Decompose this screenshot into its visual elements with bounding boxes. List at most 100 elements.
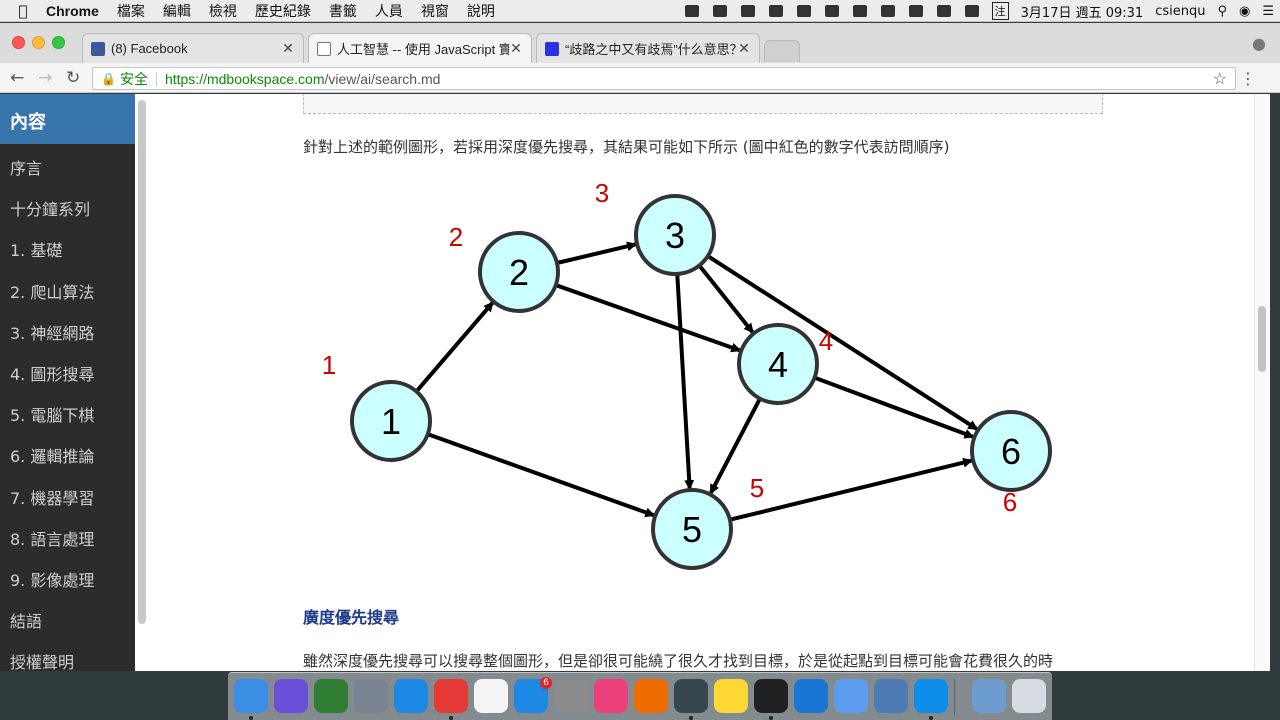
screen-icon[interactable]: [740, 5, 755, 17]
ibooks-icon[interactable]: [634, 679, 668, 713]
close-tab-icon[interactable]: ✕: [282, 40, 294, 56]
record-icon[interactable]: [684, 5, 699, 17]
visit-order-label-3: 3: [595, 178, 609, 208]
input-method[interactable]: 注: [991, 2, 1009, 20]
sidebar-item-neural-networks[interactable]: 3. 神經網路: [10, 323, 95, 343]
address-bar[interactable]: 🔒 安全 https://mdbookspace.com /view/ai/se…: [92, 67, 1236, 90]
sidebar-item-preface[interactable]: 序言: [10, 159, 43, 178]
menu-view[interactable]: 檢視: [208, 3, 237, 20]
siri-menu-icon[interactable]: ◉: [1239, 3, 1251, 19]
app-menu[interactable]: Chrome: [46, 2, 99, 19]
menu-help[interactable]: 說明: [466, 3, 495, 20]
photos-icon[interactable]: [714, 679, 748, 713]
graph-node-6: [970, 410, 1052, 492]
battery-icon[interactable]: [852, 5, 867, 17]
graph-node-2: [478, 231, 560, 313]
chrome-icon[interactable]: [434, 679, 468, 713]
forward-icon[interactable]: →: [38, 68, 53, 88]
tab-facebook[interactable]: (8) Facebook ✕: [82, 33, 304, 63]
menu-edit[interactable]: 編輯: [162, 3, 191, 20]
graph-node-label-4: 4: [768, 344, 788, 385]
bookmark-star-icon[interactable]: ☆: [1212, 70, 1227, 88]
downloads-folder-icon[interactable]: [972, 679, 1006, 713]
sidebar-item-language[interactable]: 8. 語言處理: [10, 529, 95, 549]
sidebar-item-computer-chess[interactable]: 5. 電腦下棋: [10, 406, 95, 426]
sidebar-item-license[interactable]: 授權聲明: [10, 653, 75, 671]
zoom-icon[interactable]: [794, 679, 828, 713]
time-machine-icon[interactable]: [796, 5, 811, 17]
running-indicator: [689, 716, 693, 720]
quicktime-icon[interactable]: [674, 679, 708, 713]
activity-monitor-icon[interactable]: [314, 679, 348, 713]
running-indicator: [929, 716, 933, 720]
edge-5-6: [729, 457, 974, 522]
menu-window[interactable]: 視窗: [420, 3, 449, 20]
sidebar-item-conclusion[interactable]: 結語: [10, 612, 43, 632]
launchpad-icon[interactable]: [354, 679, 388, 713]
wifi-icon[interactable]: [880, 5, 895, 17]
page-scrollbar-track[interactable]: [1254, 94, 1270, 671]
xcode-icon[interactable]: [834, 679, 868, 713]
safari-icon[interactable]: [394, 679, 428, 713]
visit-order-label-4: 4: [819, 326, 833, 356]
itunes-icon[interactable]: [594, 679, 628, 713]
chrome-menu-icon[interactable]: ⋮: [1240, 69, 1256, 88]
sync-icon[interactable]: [712, 5, 727, 17]
instruments-icon[interactable]: [874, 679, 908, 713]
system-preferences-icon[interactable]: [554, 679, 588, 713]
tab-title: “歧路之中又有歧焉”什么意思？: [565, 42, 737, 57]
edge-2-3: [556, 241, 638, 265]
apple-menu-icon[interactable]: : [0, 2, 46, 20]
profile-icon[interactable]: ●: [1252, 34, 1266, 53]
close-window-button[interactable]: [12, 36, 25, 49]
sidebar-item-basics[interactable]: 1. 基礎: [10, 241, 63, 261]
page-viewport: 內容 序言 十分鐘系列 1. 基礎 2. 爬山算法 3. 神經網路 4. 圖形搜…: [0, 94, 1270, 671]
edge-1-5: [427, 432, 656, 518]
facebook-icon: [91, 41, 105, 56]
tab-title: (8) Facebook: [111, 41, 188, 56]
trash-icon[interactable]: [1012, 679, 1046, 713]
menu-bookmarks[interactable]: 書籤: [328, 3, 357, 20]
menu-file[interactable]: 檔案: [116, 3, 145, 20]
url-host: https://mdbookspace.com: [164, 70, 325, 87]
menu-history[interactable]: 歷史紀錄: [254, 3, 311, 20]
close-tab-icon[interactable]: ✕: [738, 40, 750, 56]
close-tab-icon[interactable]: ✕: [510, 40, 522, 56]
sidebar-scrollbar[interactable]: [138, 100, 146, 624]
sidebar-item-ten-minutes[interactable]: 十分鐘系列: [10, 200, 91, 220]
sidebar-item-logic[interactable]: 6. 邏輯推論: [10, 447, 95, 467]
tab-baidu[interactable]: “歧路之中又有歧焉”什么意思？ ✕: [536, 33, 760, 63]
teamviewer-icon[interactable]: [914, 679, 948, 713]
sidebar-item-machine-learning[interactable]: 7. 機器學習: [10, 488, 95, 508]
spotlight-icon[interactable]: ⚲: [1217, 3, 1227, 19]
volume-icon[interactable]: [964, 5, 979, 17]
page-scrollbar-thumb[interactable]: [1258, 306, 1266, 372]
url-path: /view/ai/search.md: [324, 70, 441, 87]
tab-ai-search[interactable]: 人工智慧 -- 使用 JavaScript 實 ✕: [308, 33, 532, 63]
eject-icon[interactable]: [936, 5, 951, 17]
sidebar-item-image[interactable]: 9. 影像處理: [10, 570, 95, 590]
main-content: 針對上述的範例圖形，若採用深度優先搜尋，其結果可能如下所示 (圖中紅色的數字代表…: [148, 94, 1254, 671]
finder-icon[interactable]: [234, 679, 268, 713]
zoom-window-button[interactable]: [52, 36, 65, 49]
bfs-section-heading: 廣度優先搜尋: [303, 608, 400, 627]
sidebar-item-graph-search[interactable]: 4. 圖形搜尋: [10, 364, 95, 384]
new-tab-button[interactable]: [764, 40, 800, 62]
minimize-window-button[interactable]: [32, 36, 45, 49]
siri-icon[interactable]: [274, 679, 308, 713]
reminders-icon[interactable]: [474, 679, 508, 713]
clock[interactable]: 3月17日 週五 09:31: [1020, 5, 1144, 21]
bluetooth-icon[interactable]: [824, 5, 839, 17]
back-icon[interactable]: ←: [10, 68, 25, 88]
user-name[interactable]: csienqu: [1155, 3, 1206, 19]
graph-node-4: [737, 323, 819, 405]
notification-center-icon[interactable]: ☰: [1262, 3, 1274, 19]
airplay-icon[interactable]: [908, 5, 923, 17]
menu-people[interactable]: 人員: [374, 3, 403, 20]
terminal-icon[interactable]: [754, 679, 788, 713]
sidebar-item-hill-climbing[interactable]: 2. 爬山算法: [10, 282, 95, 302]
reload-icon[interactable]: ↻: [66, 68, 81, 88]
clipboard-icon[interactable]: [768, 5, 783, 17]
lock-icon: 🔒: [101, 71, 116, 86]
